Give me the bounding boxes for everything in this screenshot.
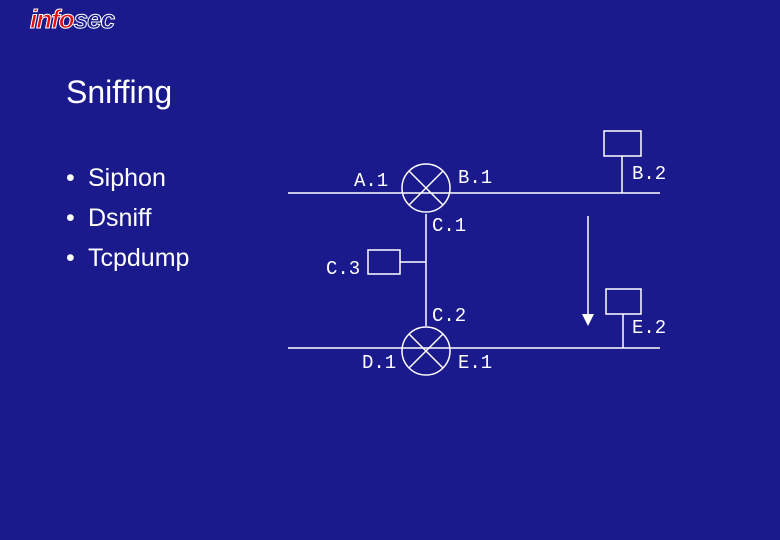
label-e1: E.1	[458, 352, 492, 374]
host-b2-box	[603, 130, 642, 157]
router-upper-cross-2	[408, 170, 444, 206]
label-c2: C.2	[432, 305, 466, 327]
router-lower-icon	[401, 326, 451, 376]
router-upper-icon	[401, 163, 451, 213]
label-c1: C.1	[432, 215, 466, 237]
bullet-item: Dsniff	[66, 200, 189, 240]
label-b1: B.1	[458, 167, 492, 189]
host-e2-box	[605, 288, 642, 315]
label-c3: C.3	[326, 258, 360, 280]
bullet-list: Siphon Dsniff Tcpdump	[66, 160, 189, 280]
infosec-logo: infosec	[30, 4, 116, 35]
host-c3-box	[367, 249, 401, 275]
label-d1: D.1	[362, 352, 396, 374]
slide-title: Sniffing	[66, 74, 173, 110]
label-e2: E.2	[632, 317, 666, 339]
logo-part-sec: sec	[73, 4, 115, 35]
bullet-item: Siphon	[66, 160, 189, 200]
router-lower-cross-2	[408, 333, 444, 369]
down-arrow-head	[582, 314, 594, 326]
label-a1: A.1	[354, 170, 388, 192]
bullet-item: Tcpdump	[66, 240, 189, 280]
label-b2: B.2	[632, 163, 666, 185]
logo-part-info: info	[30, 4, 76, 35]
